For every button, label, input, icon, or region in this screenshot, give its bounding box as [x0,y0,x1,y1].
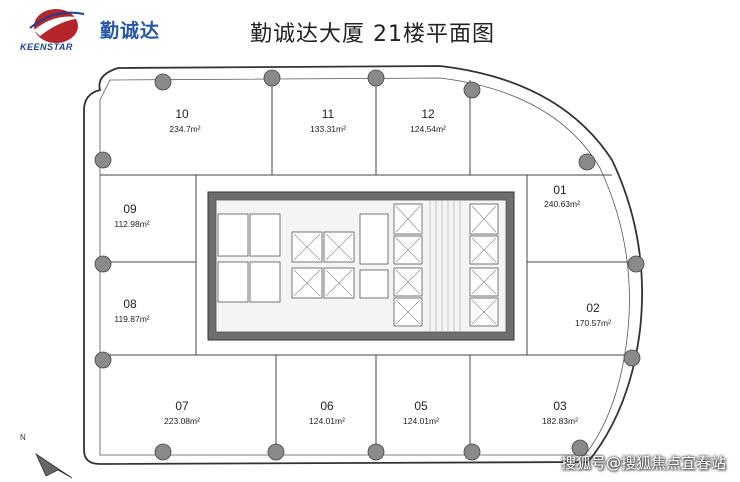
unit-label-01: 01 240.63m² [544,183,580,209]
svg-text:124.01m²: 124.01m² [309,416,345,426]
svg-text:06: 06 [320,399,334,413]
svg-text:11: 11 [322,107,335,121]
svg-text:08: 08 [123,297,137,311]
svg-text:112.98m²: 112.98m² [114,219,149,229]
svg-text:10: 10 [175,107,189,121]
columns [94,69,645,461]
svg-text:170.57m²: 170.57m² [575,318,611,328]
svg-text:12: 12 [421,107,435,121]
unit-label-07: 07 223.08m² [164,399,200,426]
svg-text:09: 09 [123,202,137,216]
unit-label-05: 05 124.01m² [403,399,439,426]
svg-text:07: 07 [175,399,189,413]
unit-label-02: 02 170.57m² [575,301,611,328]
svg-text:124.54m²: 124.54m² [410,124,446,134]
svg-text:05: 05 [414,399,428,413]
svg-text:240.63m²: 240.63m² [544,199,580,209]
svg-text:119.87m²: 119.87m² [114,314,149,324]
keenstar-logo-icon [29,9,85,43]
svg-text:01: 01 [553,183,567,197]
watermark: 搜狐号@搜狐焦点宜春站 [560,454,726,472]
brand-name: 勤诚达 [100,20,161,42]
unit-label-11: 11 133.31m² [310,107,346,134]
unit-label-08: 08 119.87m² [114,297,149,324]
stair-hatch [429,200,461,332]
svg-text:N: N [20,433,26,442]
svg-text:223.08m²: 223.08m² [164,416,200,426]
svg-text:124.01m²: 124.01m² [403,416,439,426]
unit-label-06: 06 124.01m² [309,399,345,426]
unit-label-10: 10 234.7m² [169,107,200,134]
unit-label-03: 03 182.83m² [542,399,578,426]
svg-text:234.7m²: 234.7m² [169,124,200,134]
page-title: 勤诚达大厦 21楼平面图 [250,22,495,47]
svg-text:133.31m²: 133.31m² [310,124,346,134]
svg-text:03: 03 [553,399,567,413]
svg-text:02: 02 [586,301,600,315]
north-arrow-icon: N [20,433,73,479]
logo-wordmark: KEENSTAR [20,42,73,52]
svg-text:182.83m²: 182.83m² [542,416,578,426]
elevator-crosses [293,205,497,325]
unit-label-12: 12 124.54m² [410,107,446,134]
unit-label-09: 09 112.98m² [114,202,149,229]
